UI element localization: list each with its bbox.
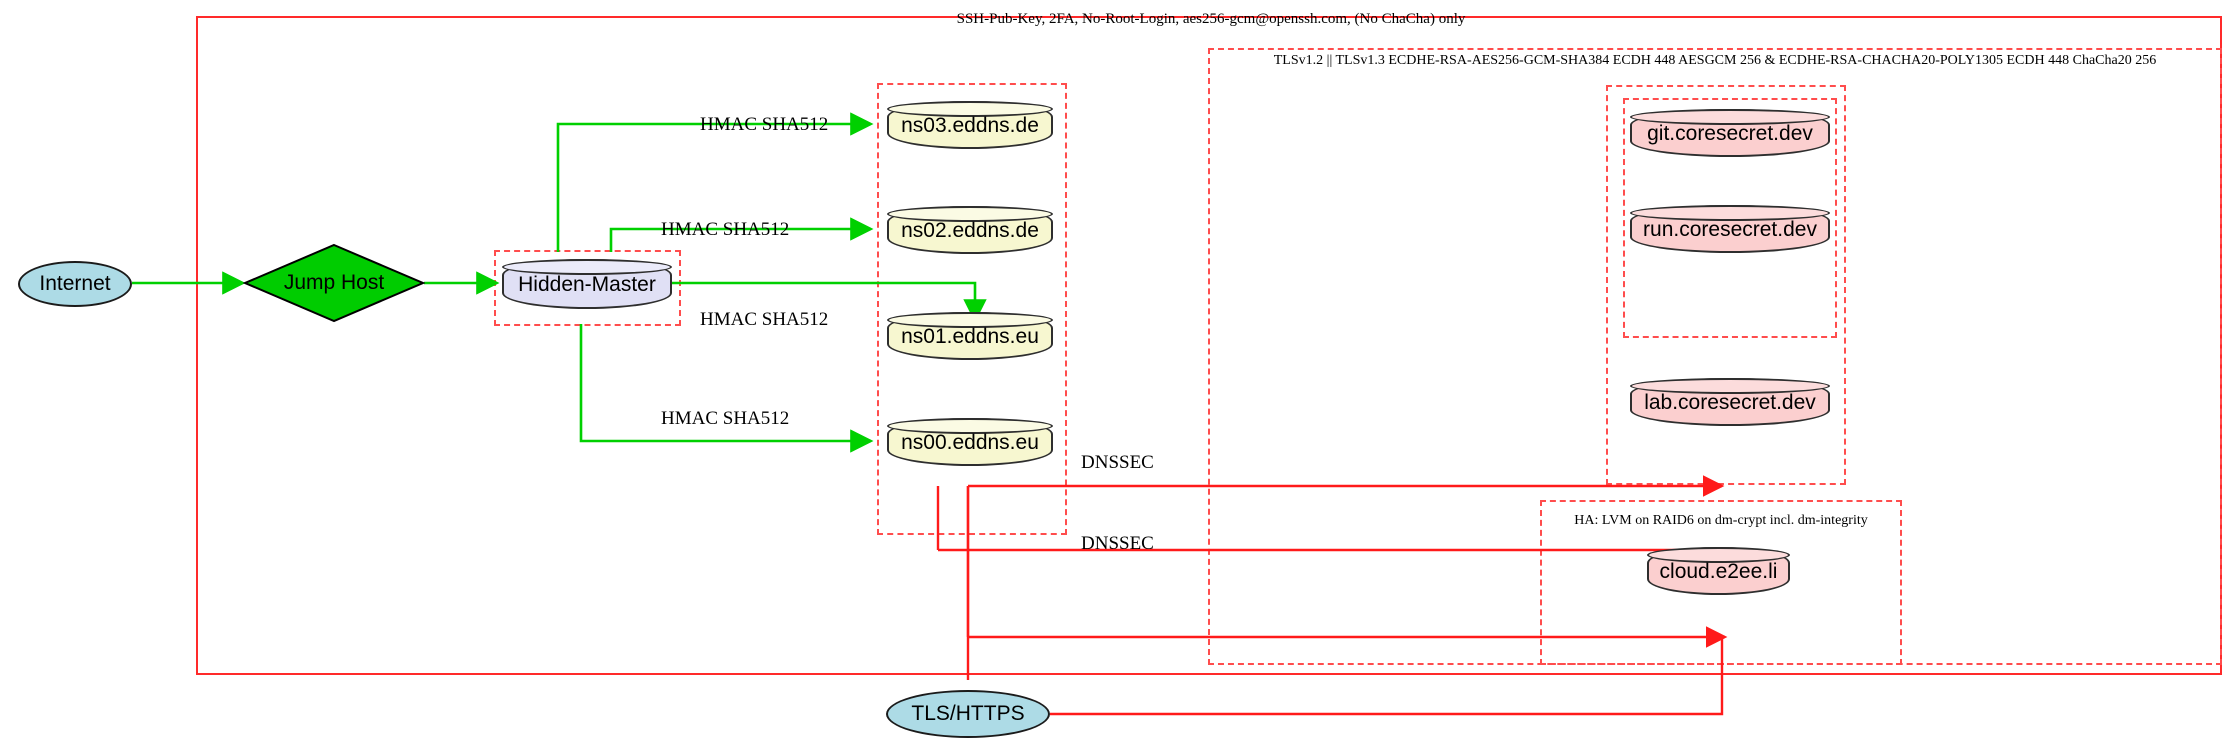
node-git-coresecret-label: git.coresecret.dev xyxy=(1647,121,1813,145)
node-internet-label: Internet xyxy=(39,272,111,295)
node-hidden-master-label: Hidden-Master xyxy=(518,272,656,296)
cylinder-cap-icon xyxy=(1630,205,1830,221)
node-ns01[interactable]: ns01.eddns.eu xyxy=(887,312,1053,360)
node-ns00[interactable]: ns00.eddns.eu xyxy=(887,418,1053,466)
diamond-shape-icon xyxy=(243,243,425,323)
cylinder-cap-icon xyxy=(887,206,1053,222)
edge-label-hmac-ns00: HMAC SHA512 xyxy=(661,408,790,429)
node-git-coresecret[interactable]: git.coresecret.dev xyxy=(1630,109,1830,157)
cylinder-cap-icon xyxy=(1647,547,1790,563)
cluster-coresecret xyxy=(1606,85,1846,485)
node-hidden-master[interactable]: Hidden-Master xyxy=(502,259,672,309)
node-lab-coresecret-label: lab.coresecret.dev xyxy=(1644,390,1816,414)
edge-label-dnssec-1: DNSSEC xyxy=(1081,452,1154,473)
node-ns03-label: ns03.eddns.de xyxy=(901,113,1039,137)
cluster-ssh-policy-label: SSH-Pub-Key, 2FA, No-Root-Login, aes256-… xyxy=(956,11,1466,27)
edge-label-dnssec-2: DNSSEC xyxy=(1081,533,1154,554)
edge-label-hmac-ns01: HMAC SHA512 xyxy=(700,309,829,330)
node-ns01-label: ns01.eddns.eu xyxy=(901,324,1039,348)
cluster-coresecret-inner xyxy=(1623,98,1837,338)
node-ns02[interactable]: ns02.eddns.de xyxy=(887,206,1053,254)
edge-label-hmac-ns03: HMAC SHA512 xyxy=(700,114,829,135)
cylinder-cap-icon xyxy=(502,259,672,275)
node-ns03[interactable]: ns03.eddns.de xyxy=(887,101,1053,149)
cluster-ha-storage-label: HA: LVM on RAID6 on dm-crypt incl. dm-in… xyxy=(1574,513,1868,528)
node-tls-https[interactable]: TLS/HTTPS xyxy=(886,690,1050,738)
node-cloud-e2ee[interactable]: cloud.e2ee.li xyxy=(1647,547,1790,595)
node-jump-host[interactable]: Jump Host xyxy=(243,243,425,323)
node-lab-coresecret[interactable]: lab.coresecret.dev xyxy=(1630,378,1830,426)
edge-label-hmac-ns02: HMAC SHA512 xyxy=(661,219,790,240)
node-tls-https-label: TLS/HTTPS xyxy=(911,702,1025,725)
cylinder-cap-icon xyxy=(887,312,1053,328)
node-run-coresecret[interactable]: run.coresecret.dev xyxy=(1630,205,1830,253)
cluster-nameservers xyxy=(877,83,1067,535)
node-run-coresecret-label: run.coresecret.dev xyxy=(1643,217,1817,241)
cylinder-cap-icon xyxy=(1630,109,1830,125)
node-ns00-label: ns00.eddns.eu xyxy=(901,430,1039,454)
node-internet[interactable]: Internet xyxy=(18,261,132,307)
node-ns02-label: ns02.eddns.de xyxy=(901,218,1039,242)
cylinder-cap-icon xyxy=(887,418,1053,434)
node-jump-host-label: Jump Host xyxy=(283,271,385,294)
node-cloud-e2ee-label: cloud.e2ee.li xyxy=(1659,559,1778,583)
cylinder-cap-icon xyxy=(887,101,1053,117)
cluster-tls-policy-label: TLSv1.2 || TLSv1.3 ECDHE-RSA-AES256-GCM-… xyxy=(1273,53,2157,68)
cylinder-cap-icon xyxy=(1630,378,1830,394)
